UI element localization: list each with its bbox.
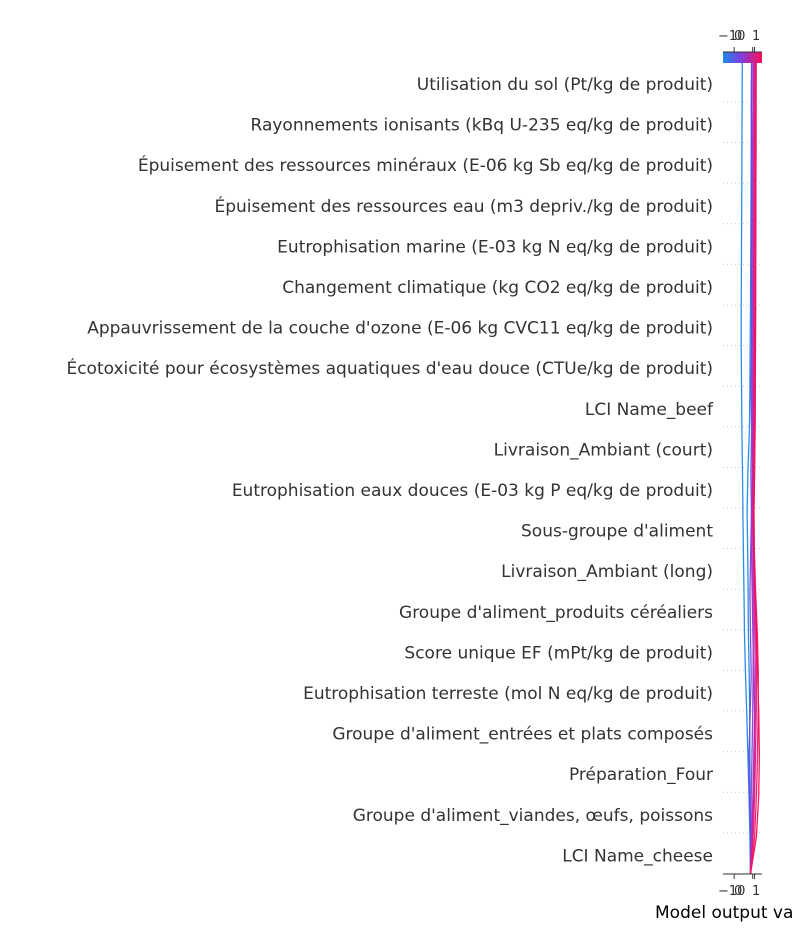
x-axis-label: Model output va bbox=[655, 903, 793, 923]
feature-label: Épuisement des ressources eau (m3 depriv… bbox=[214, 195, 713, 217]
feature-label: Écotoxicité pour écosystèmes aquatiques … bbox=[66, 357, 713, 379]
feature-label: Appauvrissement de la couche d'ozone (E-… bbox=[87, 319, 713, 339]
x-tick-label: 1 bbox=[752, 884, 760, 899]
decision-line bbox=[748, 62, 753, 875]
feature-label: Eutrophisation terreste (mol N eq/kg de … bbox=[303, 684, 713, 704]
feature-label: Groupe d'aliment_produits céréaliers bbox=[399, 603, 713, 623]
feature-label: Utilisation du sol (Pt/kg de produit) bbox=[417, 75, 713, 95]
feature-label: Eutrophisation marine (E-03 kg N eq/kg d… bbox=[277, 237, 713, 257]
colorbar bbox=[723, 52, 762, 63]
x-tick-label: 0 bbox=[734, 29, 742, 44]
feature-label: Rayonnements ionisants (kBq U-235 eq/kg … bbox=[251, 116, 713, 136]
feature-label: Groupe d'aliment_entrées et plats compos… bbox=[332, 725, 713, 745]
feature-label: Changement climatique (kg CO2 eq/kg de p… bbox=[282, 278, 713, 298]
decision-line bbox=[749, 62, 761, 875]
feature-labels: Utilisation du sol (Pt/kg de produit) Ray… bbox=[66, 75, 714, 866]
feature-label: Préparation_Four bbox=[569, 765, 713, 785]
x-tick-label: −10 bbox=[718, 29, 745, 44]
x-tick-label: 1 bbox=[752, 29, 760, 44]
decision-line bbox=[749, 63, 758, 875]
feature-label: Livraison_Ambiant (court) bbox=[494, 440, 713, 460]
feature-label: Groupe d'aliment_viandes, œufs, poissons bbox=[353, 806, 713, 826]
feature-label: Score unique EF (mPt/kg de produit) bbox=[404, 643, 713, 663]
x-tick-label: −10 bbox=[718, 884, 745, 899]
feature-label: LCI Name_cheese bbox=[562, 846, 713, 866]
feature-label: Sous-groupe d'aliment bbox=[521, 522, 713, 542]
feature-label: LCI Name_beef bbox=[585, 400, 714, 420]
decision-lines bbox=[740, 62, 761, 875]
feature-label: Eutrophisation eaux douces (E-03 kg P eq… bbox=[232, 481, 713, 501]
x-tick-label: 0 bbox=[734, 884, 742, 899]
feature-label: Épuisement des ressources minéraux (E-06… bbox=[138, 154, 713, 176]
decision-line bbox=[740, 62, 752, 875]
feature-label: Livraison_Ambiant (long) bbox=[501, 562, 713, 582]
